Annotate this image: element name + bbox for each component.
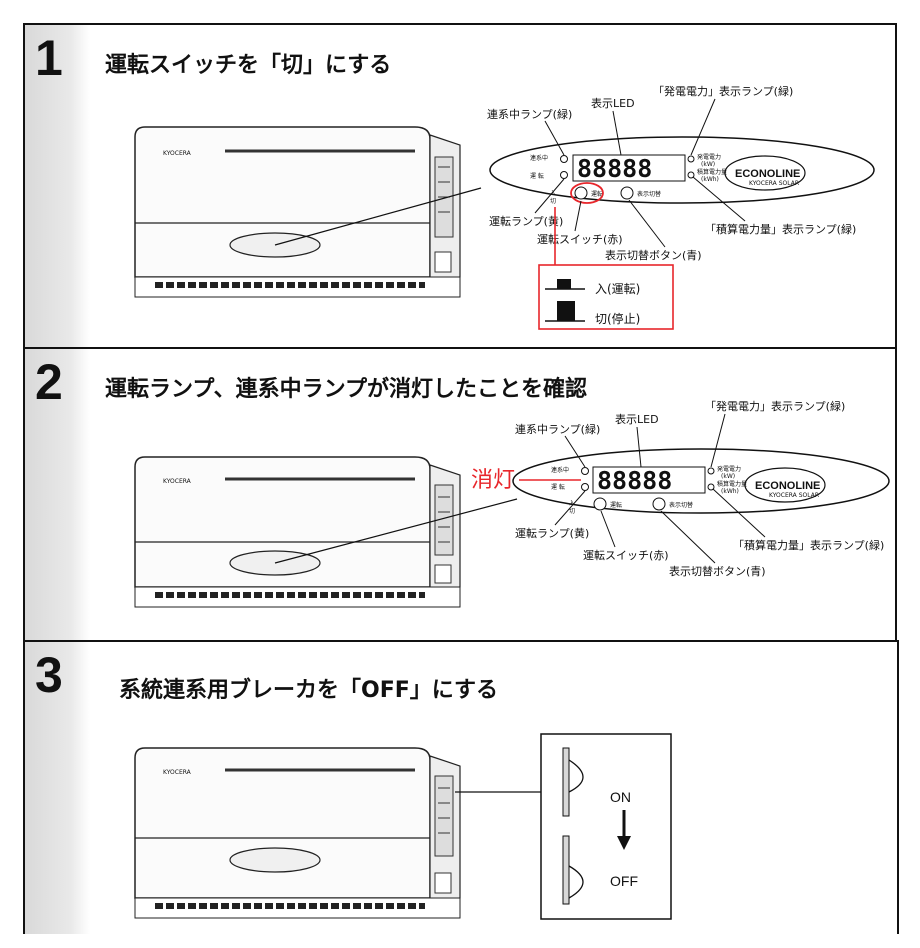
segment-display: 88888 (577, 154, 652, 183)
control-panel: 88888 連系中 運 転 入 切 運転 表示切替 発電電力 (kW) 積算電力… (489, 136, 875, 205)
label-run-lamp: 運転ランプ(黄) (515, 526, 589, 540)
accum-lamp (687, 171, 695, 179)
zoom-pointer-line (274, 498, 518, 564)
lamp-off-text: 消灯 (471, 468, 515, 493)
label-display-led: 表示LED (615, 412, 659, 426)
power-conditioner-device: KYOCERA (134, 126, 461, 298)
label-run-lamp: 運転ランプ(黄) (489, 214, 563, 228)
device-logo: KYOCERA (163, 150, 192, 157)
step-title: 系統連系用ブレーカを「OFF」にする (119, 678, 498, 703)
tiny-label: 運 転 (551, 483, 565, 491)
step-number: 3 (35, 647, 63, 703)
display-switch-button[interactable] (620, 186, 634, 200)
legend-off-text: 切(停止) (595, 311, 640, 326)
breaker-off-label: OFF (610, 873, 638, 889)
switch-on-icon (545, 279, 585, 290)
gen-power-lamp (707, 467, 715, 475)
step-number-strip: 3 (25, 642, 90, 934)
step-number: 2 (35, 354, 63, 410)
tiny-label: 切 (569, 508, 575, 515)
zoom-pointer-line (274, 187, 482, 246)
step-number-strip: 2 (25, 349, 90, 641)
accum-lamp (707, 483, 715, 491)
step-3-panel: 3 系統連系用ブレーカを「OFF」にする KYOCERA ON (23, 640, 899, 934)
display-switch-button[interactable] (652, 497, 666, 511)
tiny-label: 運転 (610, 501, 622, 509)
step-2-illustration: KYOCERA 88888 連系中 運 転 入 切 運転 表示切替 発電電力 (134, 399, 890, 608)
switch-off-icon (545, 301, 585, 322)
label-display-button: 表示切替ボタン(青) (669, 564, 766, 578)
tiny-label: (kW) (721, 473, 735, 480)
tiny-label: 運 転 (530, 172, 544, 180)
step-3-illustration: KYOCERA ON OFF (134, 733, 672, 920)
run-switch[interactable] (574, 186, 588, 200)
tiny-label: 入 (550, 190, 556, 197)
step-2-panel: 2 運転ランプ、連系中ランプが消灯したことを確認 KYOCERA 88888 連… (23, 347, 897, 643)
label-run-switch: 運転スイッチ(赤) (583, 549, 669, 562)
tiny-label: (kWh) (701, 176, 719, 183)
legend-on-text: 入(運転) (595, 282, 640, 296)
step-1-illustration: KYOCERA 88888 連系中 運 転 入 切 運転 表示切替 発 (134, 84, 875, 330)
label-renkei-lamp: 連系中ランプ(緑) (487, 107, 572, 121)
label-accum-lamp: 「積算電力量」表示ランプ(緑) (733, 538, 884, 552)
step-title: 運転スイッチを「切」にする (105, 53, 392, 78)
segment-display: 88888 (597, 466, 672, 495)
arrow-down-icon (617, 810, 631, 850)
tiny-label: 切 (550, 198, 556, 205)
label-display-button: 表示切替ボタン(青) (605, 248, 702, 262)
label-renkei-lamp: 連系中ランプ(緑) (515, 422, 600, 436)
tiny-label: 表示切替 (637, 190, 661, 198)
power-conditioner-device: KYOCERA (134, 456, 461, 608)
brand-logo: ECONOLINE (755, 480, 820, 492)
gen-power-lamp (687, 155, 695, 163)
device-logo: KYOCERA (163, 769, 192, 776)
control-panel: 88888 連系中 運 転 入 切 運転 表示切替 発電電力 (kW) 積算電力… (512, 448, 890, 515)
run-switch[interactable] (593, 497, 607, 511)
run-lamp (560, 171, 568, 179)
step-number: 1 (35, 30, 63, 86)
tiny-label: 積算電力量 (717, 480, 747, 488)
step-number-strip: 1 (25, 25, 90, 349)
label-run-switch: 運転スイッチ(赤) (537, 233, 623, 246)
tiny-label: 連系中 (530, 154, 548, 162)
tiny-label: 入 (569, 500, 575, 507)
brand-sub: KYOCERA SOLAR (749, 180, 799, 187)
brand-sub: KYOCERA SOLAR (769, 492, 819, 499)
label-gen-power-lamp: 「発電電力」表示ランプ(緑) (705, 399, 845, 413)
step-title: 運転ランプ、連系中ランプが消灯したことを確認 (105, 377, 588, 402)
switch-highlight (570, 182, 604, 204)
renkei-lamp (560, 155, 568, 163)
device-logo: KYOCERA (163, 478, 192, 485)
breaker-off-icon (562, 835, 584, 905)
renkei-lamp (581, 467, 589, 475)
label-display-led: 表示LED (591, 96, 635, 110)
tiny-label: 積算電力量 (697, 168, 727, 176)
breaker-on-icon (562, 747, 584, 817)
tiny-label: 運転 (591, 190, 603, 198)
tiny-label: 発電電力 (697, 153, 721, 161)
run-lamp (581, 483, 589, 491)
tiny-label: (kW) (701, 161, 715, 168)
label-gen-power-lamp: 「発電電力」表示ランプ(緑) (653, 84, 793, 98)
label-accum-lamp: 「積算電力量」表示ランプ(緑) (705, 222, 856, 236)
brand-logo: ECONOLINE (735, 168, 800, 180)
tiny-label: 連系中 (551, 466, 569, 474)
tiny-label: 発電電力 (717, 465, 741, 473)
tiny-label: 表示切替 (669, 501, 693, 509)
breaker-on-label: ON (610, 789, 631, 805)
breaker-box (540, 733, 672, 920)
tiny-label: (kWh) (721, 488, 739, 495)
step-1-panel: 1 運転スイッチを「切」にする KYOCERA 88888 連系中 (23, 23, 897, 351)
power-conditioner-device: KYOCERA (134, 747, 461, 919)
